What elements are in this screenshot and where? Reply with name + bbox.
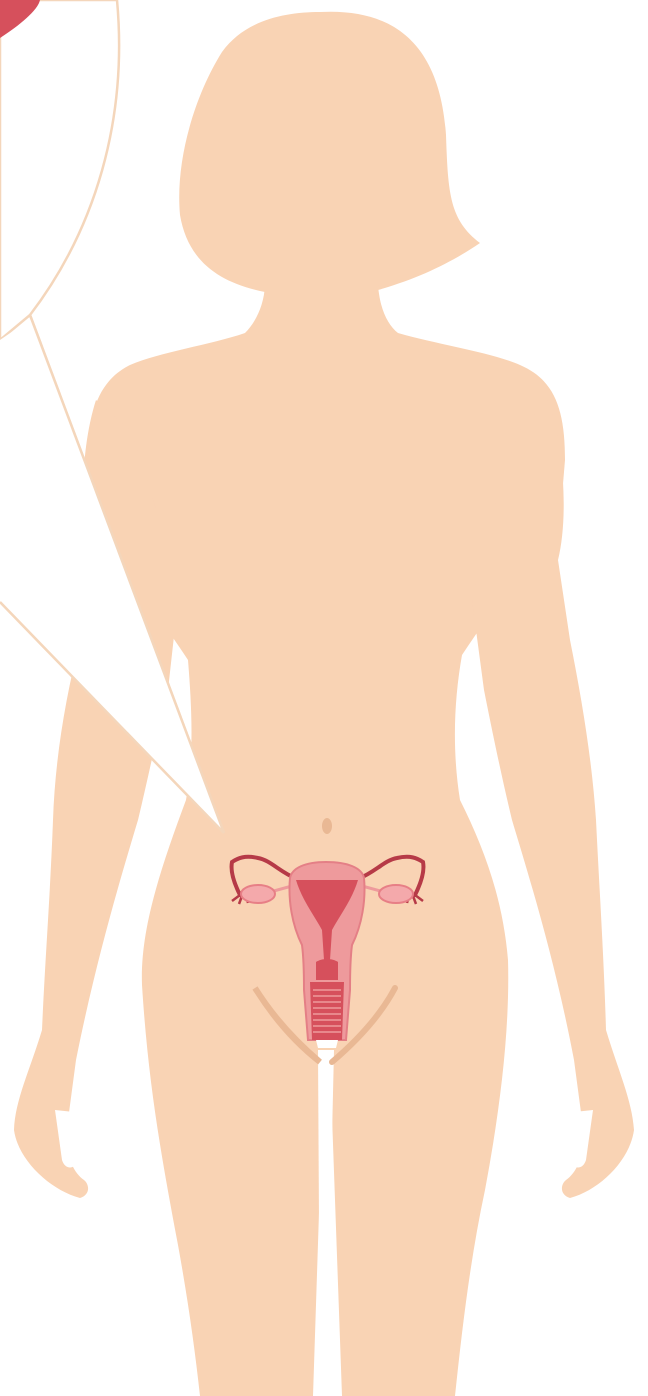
neck — [245, 285, 398, 333]
callout-bubble-edge — [0, 0, 119, 340]
ovary-right-icon — [379, 885, 413, 903]
head — [179, 12, 480, 292]
navel — [322, 818, 332, 834]
ovary-left-icon — [241, 885, 275, 903]
leg-gap — [318, 1050, 334, 1396]
cervix-icon — [316, 959, 338, 980]
